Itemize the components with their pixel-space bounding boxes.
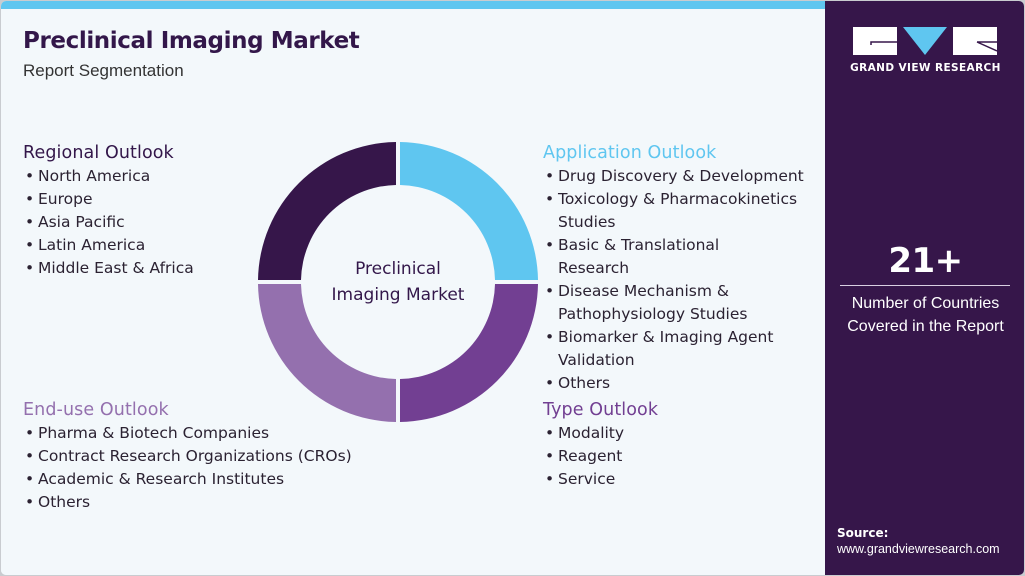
type-outlook-section: Type Outlook Modality Reagent Service	[543, 398, 658, 491]
enduse-outlook-section: End-use Outlook Pharma & Biotech Compani…	[23, 398, 352, 514]
list-item: Others	[23, 491, 352, 514]
page-subtitle: Report Segmentation	[23, 61, 184, 80]
countries-stat-label: Number of Countries Covered in the Repor…	[825, 292, 1024, 338]
page-title: Preclinical Imaging Market	[23, 28, 360, 54]
countries-stat-value: 21+	[888, 241, 963, 281]
list-item: North America	[23, 165, 194, 188]
brand-sidebar	[825, 1, 1024, 575]
enduse-list: Pharma & Biotech Companies Contract Rese…	[23, 422, 352, 514]
donut-segment-enduse	[258, 284, 396, 422]
regional-outlook-section: Regional Outlook North America Europe As…	[23, 141, 194, 280]
stat-label-line2: Covered in the Report	[847, 318, 1004, 335]
type-list: Modality Reagent Service	[543, 422, 658, 491]
donut-segment-regional	[258, 142, 396, 280]
section-heading: Application Outlook	[543, 143, 717, 163]
section-heading: Type Outlook	[543, 400, 659, 420]
list-item: Reagent	[543, 445, 658, 468]
list-item: Basic & Translational Research	[543, 234, 763, 280]
logo-wordmark: GRAND VIEW RESEARCH	[850, 62, 1001, 74]
list-item: Middle East & Africa	[23, 257, 194, 280]
list-item: Toxicology & Pharmacokinetics Studies	[543, 188, 811, 234]
donut-segment-application	[400, 142, 538, 280]
list-item: Service	[543, 468, 658, 491]
list-item: Drug Discovery & Development	[543, 165, 823, 188]
application-outlook-section: Application Outlook Drug Discovery & Dev…	[543, 141, 823, 395]
donut-center-line2: Imaging Market	[331, 285, 465, 305]
list-item: Academic & Research Institutes	[23, 468, 352, 491]
application-list: Drug Discovery & Development Toxicology …	[543, 165, 823, 395]
accent-bar	[1, 1, 825, 9]
regional-list: North America Europe Asia Pacific Latin …	[23, 165, 194, 280]
section-heading: Regional Outlook	[23, 143, 174, 163]
grand-view-research-logo-icon	[853, 27, 997, 55]
stat-label-line1: Number of Countries	[851, 295, 1000, 312]
source-link[interactable]: www.grandviewresearch.com	[837, 542, 1000, 556]
list-item: Others	[543, 372, 823, 395]
list-item: Biomarker & Imaging Agent Validation	[543, 326, 793, 372]
donut-segment-type	[400, 284, 538, 422]
list-item: Contract Research Organizations (CROs)	[23, 445, 352, 468]
list-item: Asia Pacific	[23, 211, 194, 234]
list-item: Europe	[23, 188, 194, 211]
section-heading: End-use Outlook	[23, 400, 169, 420]
donut-center-label: Preclinical Imaging Market	[257, 256, 539, 308]
list-item: Latin America	[23, 234, 194, 257]
source-label: Source:	[837, 526, 889, 540]
donut-center-line1: Preclinical	[355, 259, 441, 279]
list-item: Disease Mechanism & Pathophysiology Stud…	[543, 280, 773, 326]
stat-divider	[840, 285, 1010, 286]
list-item: Pharma & Biotech Companies	[23, 422, 352, 445]
list-item: Modality	[543, 422, 658, 445]
segmentation-donut	[258, 142, 538, 422]
